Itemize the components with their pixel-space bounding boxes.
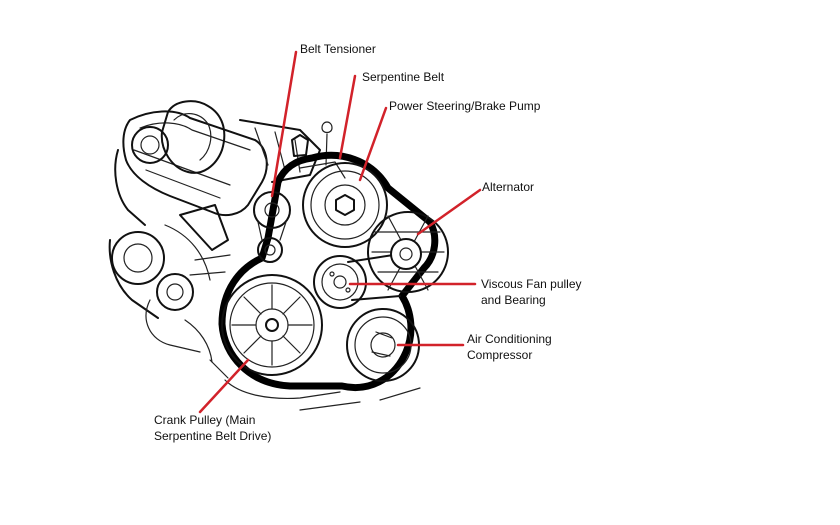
leader-crank-pulley (198, 358, 250, 414)
label-serpentine-belt: Serpentine Belt (362, 70, 445, 84)
label-alternator: Alternator (482, 180, 535, 194)
leader-power-steering (358, 106, 388, 182)
label-viscous-fan-line2: and Bearing (481, 293, 546, 307)
label-crank-line2: Serpentine Belt Drive) (154, 429, 272, 443)
label-belt-tensioner: Belt Tensioner (300, 42, 376, 56)
leader-serpentine-belt (338, 74, 357, 160)
alternator-pulley (367, 211, 449, 293)
leader-belt-tensioner (270, 50, 298, 198)
label-ac-line2: Compressor (467, 348, 533, 362)
leader-alternator (416, 188, 482, 236)
crank-pulley (221, 274, 323, 376)
power-steering-pulley (302, 162, 388, 248)
label-crank-line1: Crank Pulley (Main (154, 413, 256, 427)
label-viscous-fan-line1: Viscous Fan pulley (481, 277, 582, 291)
label-power-steering: Power Steering/Brake Pump (389, 99, 541, 113)
viscous-fan-pulley (313, 255, 367, 309)
belt-tensioner-pulley (253, 191, 291, 263)
label-ac-line1: Air Conditioning (467, 332, 552, 346)
engine-block-drawing (108, 100, 421, 411)
